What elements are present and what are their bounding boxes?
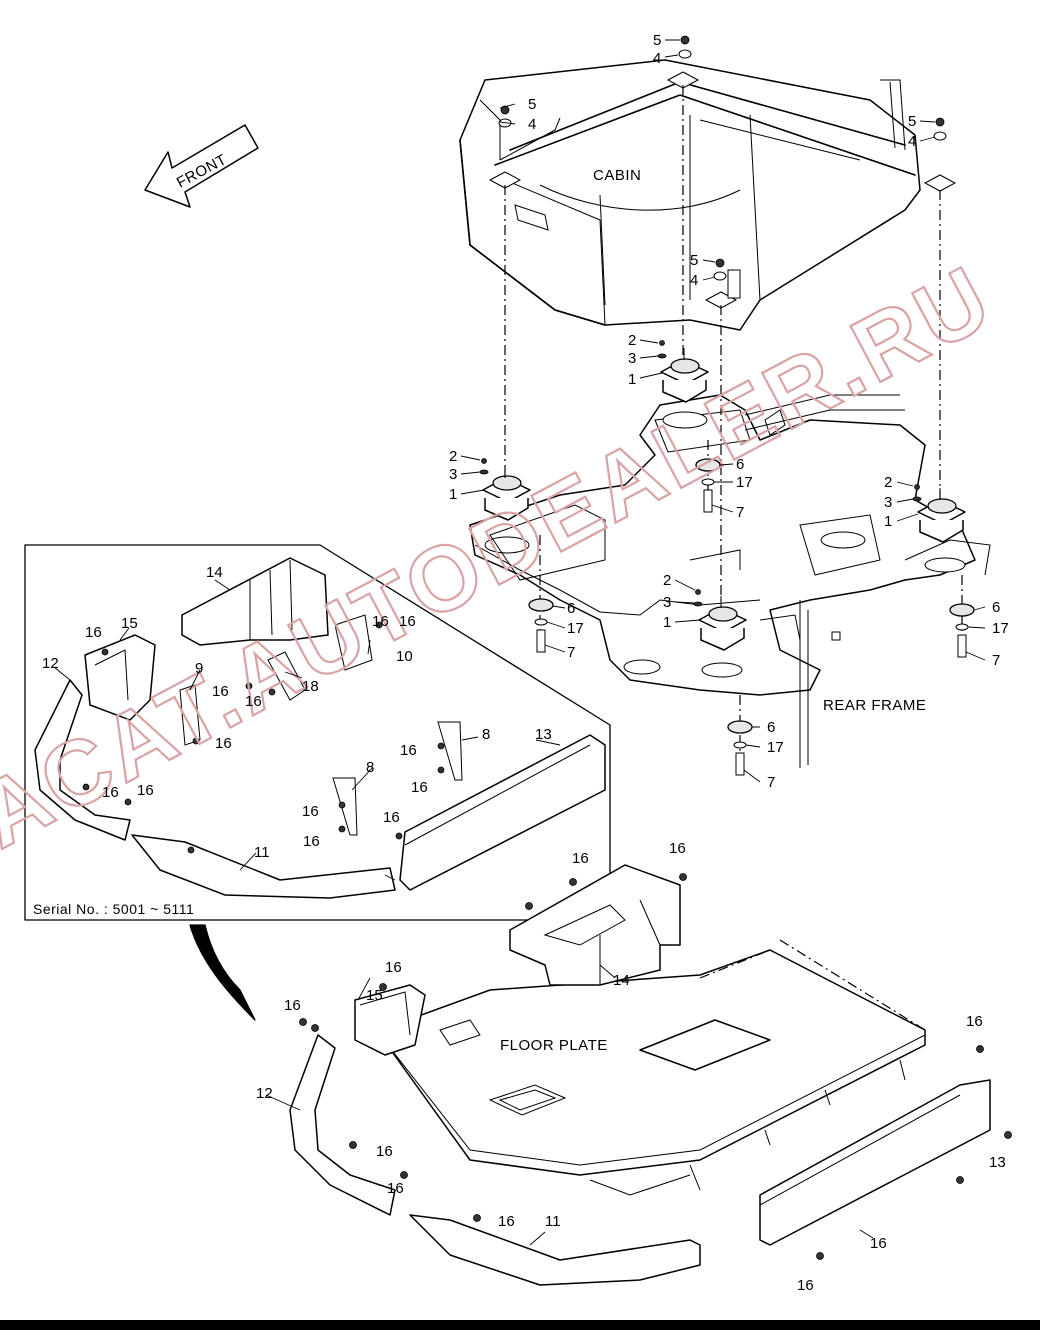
callout-1: 1 <box>449 486 457 503</box>
rear-frame-label: REAR FRAME <box>823 697 926 714</box>
callout-3: 3 <box>449 466 457 483</box>
part-13-cover <box>759 1079 991 1246</box>
callout-7: 7 <box>767 774 775 791</box>
callout-18: 18 <box>302 678 319 695</box>
callout-5: 5 <box>528 96 536 113</box>
callout-8: 8 <box>482 726 490 743</box>
callout-2: 2 <box>628 332 636 349</box>
callout-16: 16 <box>399 613 416 630</box>
callout-14: 14 <box>613 972 630 989</box>
cabin-label: CABIN <box>593 167 641 184</box>
callout-15: 15 <box>121 615 138 632</box>
callout-16: 16 <box>498 1213 515 1230</box>
serial-inset: Serial No. : 5001 ~ 5111 <box>24 544 611 921</box>
cabin-body <box>459 59 957 331</box>
callout-7: 7 <box>567 644 575 661</box>
inset-arrow <box>189 924 256 1021</box>
serial-label: Serial No. : 5001 ~ 5111 <box>33 901 194 917</box>
callout-5: 5 <box>653 32 661 49</box>
callout-16: 16 <box>102 784 119 801</box>
callout-16: 16 <box>215 735 232 752</box>
callout-14: 14 <box>206 564 223 581</box>
callout-16: 16 <box>383 809 400 826</box>
callout-16: 16 <box>669 840 686 857</box>
callout-4: 4 <box>528 116 536 133</box>
callout-16: 16 <box>303 833 320 850</box>
callout-16: 16 <box>572 850 589 867</box>
callout-16: 16 <box>376 1143 393 1160</box>
leader-lines <box>53 39 986 1246</box>
callout-16: 16 <box>85 624 102 641</box>
callout-16: 16 <box>284 997 301 1014</box>
part-12-bumper <box>289 1034 396 1216</box>
callout-17: 17 <box>992 620 1009 637</box>
callout-6: 6 <box>992 599 1000 616</box>
floor-plate-label: FLOOR PLATE <box>500 1037 608 1054</box>
callout-16: 16 <box>212 683 229 700</box>
callout-7: 7 <box>736 504 744 521</box>
callout-10: 10 <box>396 648 413 665</box>
callout-7: 7 <box>992 652 1000 669</box>
callout-8: 8 <box>366 759 374 776</box>
callout-16: 16 <box>372 613 389 630</box>
callout-3: 3 <box>884 494 892 511</box>
callout-9: 9 <box>195 660 203 677</box>
floor-plate <box>379 939 926 1196</box>
callout-16: 16 <box>137 782 154 799</box>
callout-2: 2 <box>449 448 457 465</box>
callout-6: 6 <box>767 719 775 736</box>
callout-16: 16 <box>400 742 417 759</box>
callout-1: 1 <box>884 513 892 530</box>
callout-2: 2 <box>884 474 892 491</box>
callout-16: 16 <box>411 779 428 796</box>
part-15-cover <box>354 984 426 1056</box>
callout-16: 16 <box>385 959 402 976</box>
callout-17: 17 <box>767 739 784 756</box>
callout-6: 6 <box>736 456 744 473</box>
callout-15: 15 <box>366 987 383 1004</box>
callout-4: 4 <box>908 133 916 150</box>
rear-frame <box>469 394 991 768</box>
callout-3: 3 <box>628 350 636 367</box>
callout-5: 5 <box>908 113 916 130</box>
snubber-stack <box>528 458 975 776</box>
callout-13: 16 <box>870 1235 887 1252</box>
callout-16: 16 <box>387 1180 404 1197</box>
callout-13: 13 <box>535 726 552 743</box>
callout-16: 13 <box>989 1154 1006 1171</box>
callout-1: 1 <box>663 614 671 631</box>
callout-12: 12 <box>42 655 59 672</box>
callout-4: 4 <box>653 50 661 67</box>
part-11-bumper <box>409 1214 701 1286</box>
callout-11: 11 <box>545 1213 561 1230</box>
part-14-cover <box>509 864 681 986</box>
callout-16: 16 <box>966 1013 983 1030</box>
callout-17: 17 <box>736 474 753 491</box>
callout-4: 4 <box>690 272 698 289</box>
callout-16: 16 <box>302 803 319 820</box>
callout-12: 12 <box>256 1085 273 1102</box>
callout-17: 17 <box>567 620 584 637</box>
callout-2: 2 <box>663 572 671 589</box>
front-arrow: FRONT <box>144 124 259 208</box>
floor-fasteners <box>299 873 1012 1260</box>
callout-6: 6 <box>567 600 575 617</box>
page-edge <box>0 1320 1040 1330</box>
vibration-mount <box>479 340 966 651</box>
callout-11: 11 <box>254 844 270 861</box>
callout-16: 16 <box>797 1277 814 1294</box>
callout-5: 5 <box>690 252 698 269</box>
mount-hardware <box>498 35 947 281</box>
callout-3: 3 <box>663 594 671 611</box>
callout-16: 16 <box>245 693 262 710</box>
callouts: 5 4 5 4 5 4 5 4 2 3 1 6 17 7 2 3 1 2 3 1… <box>42 32 1009 1252</box>
callout-1: 1 <box>628 371 636 388</box>
